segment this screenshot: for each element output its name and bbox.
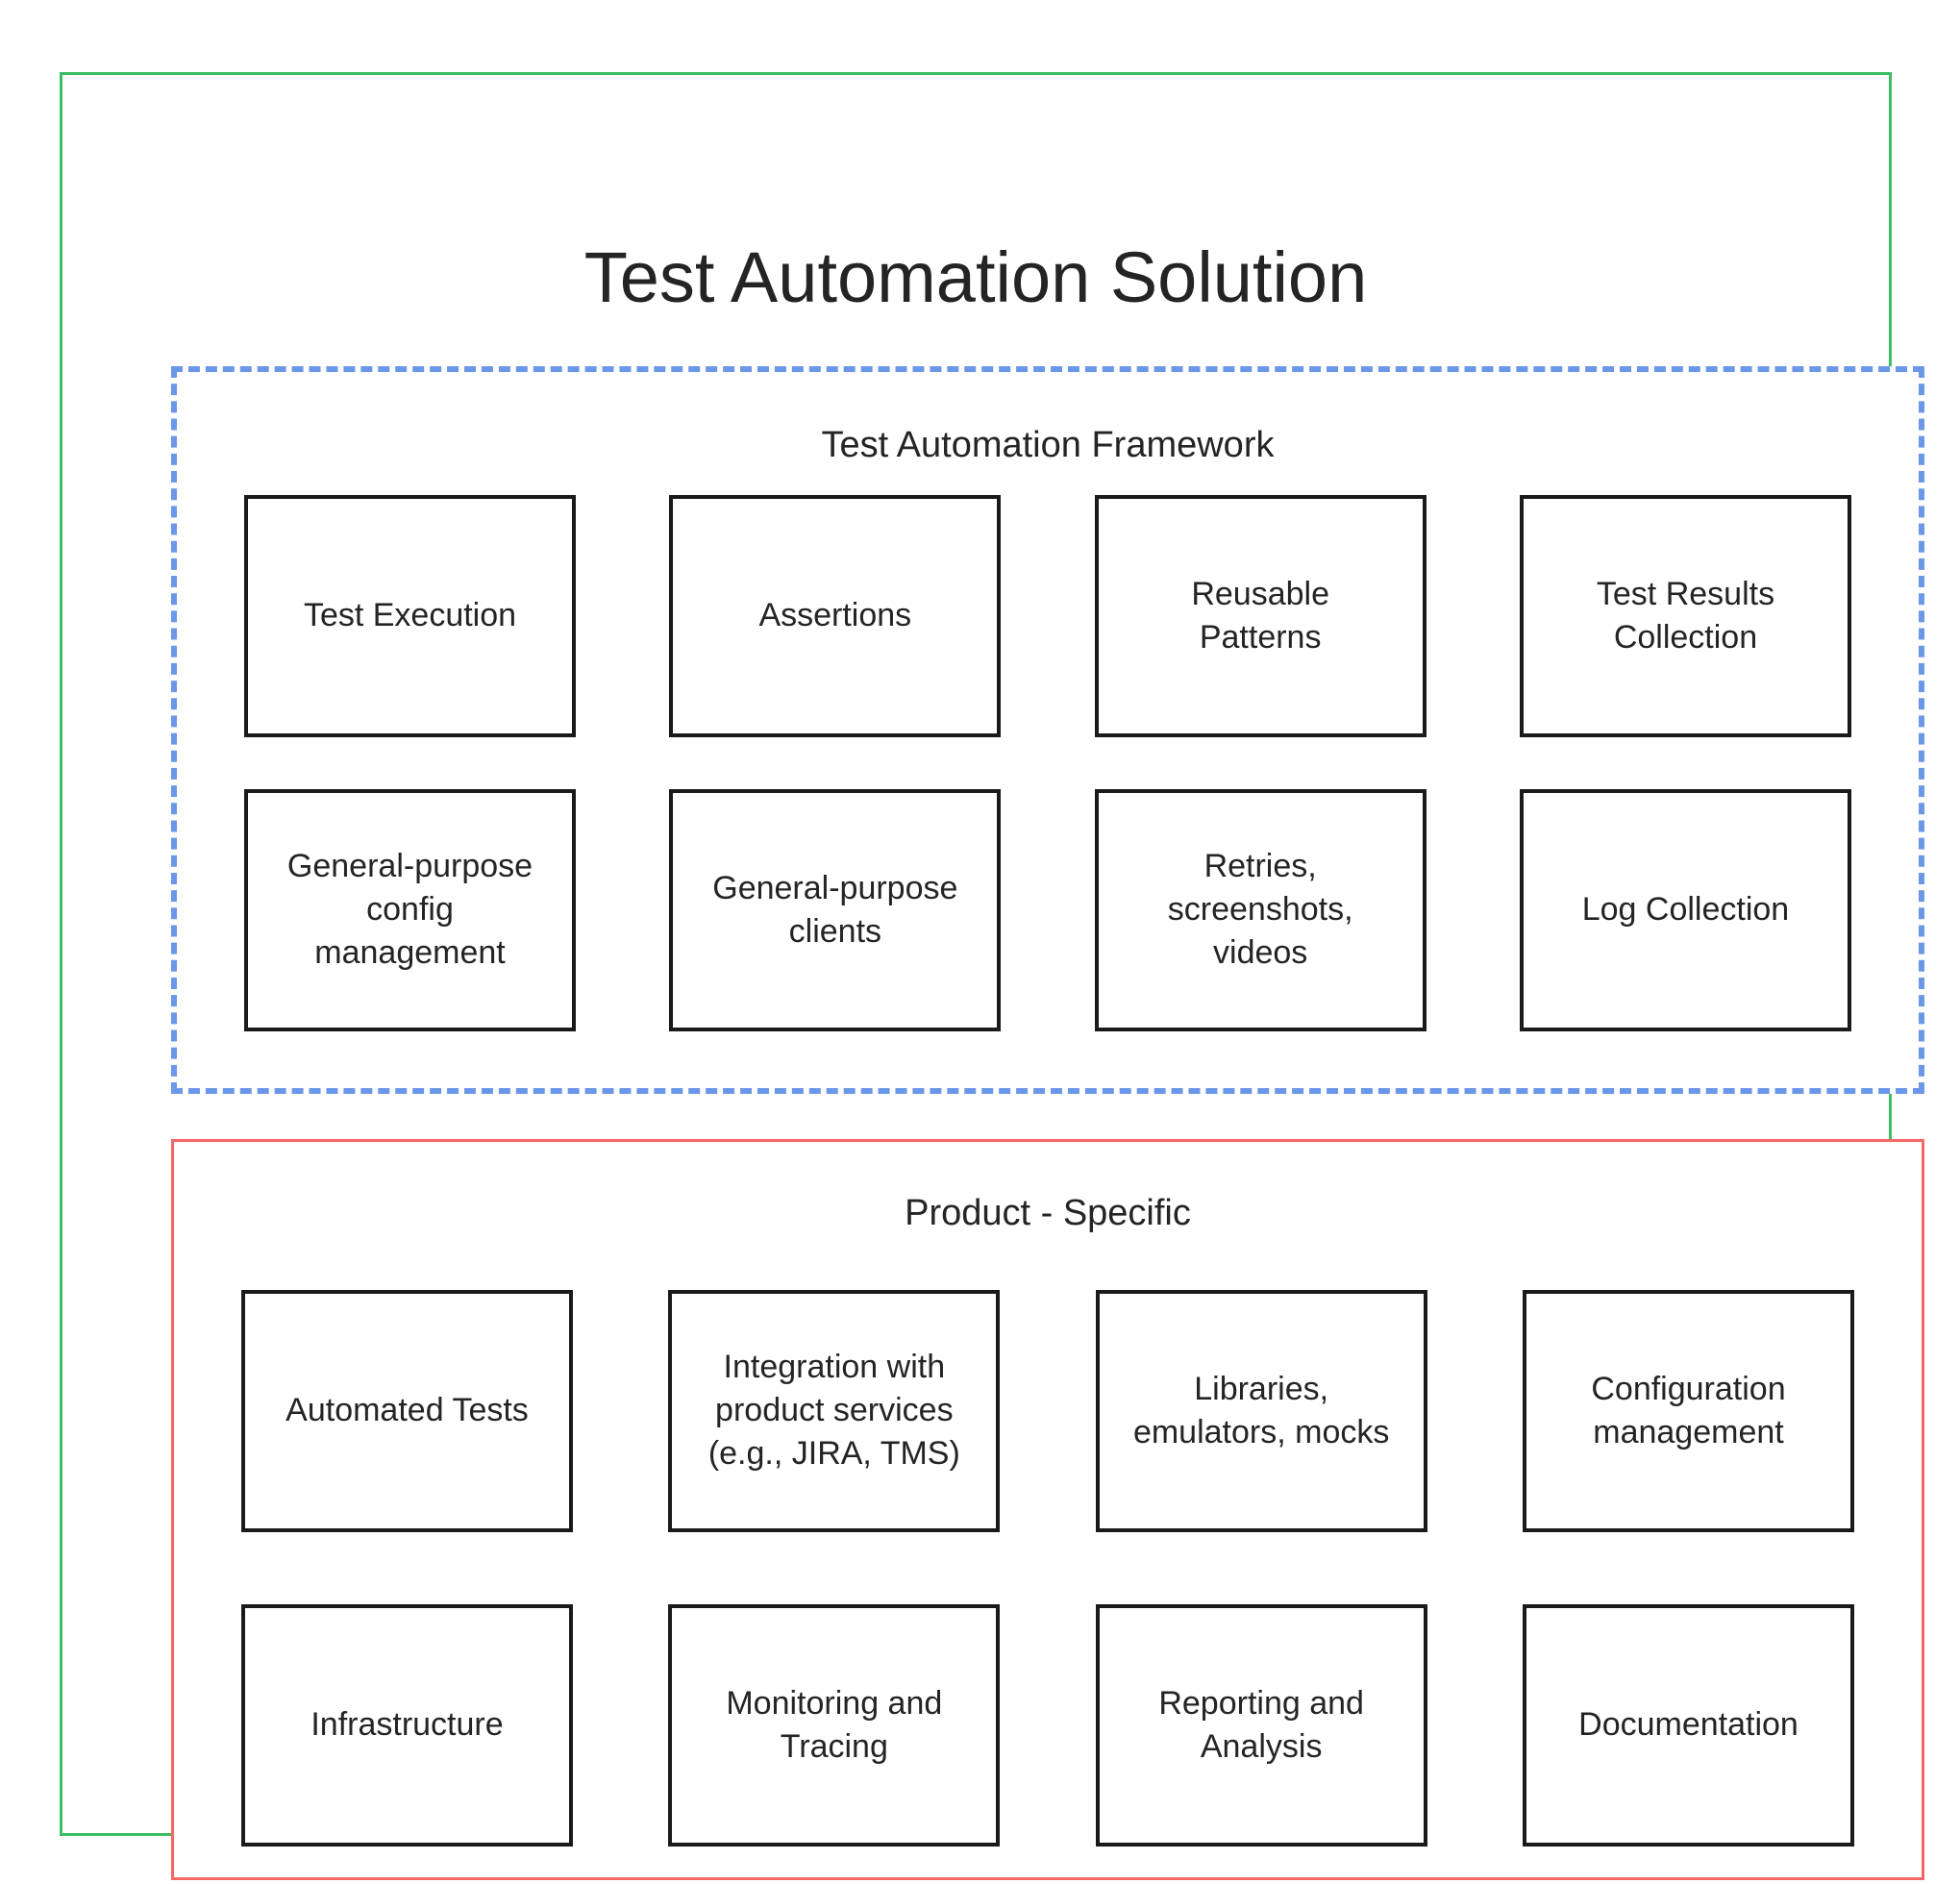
framework-box-grid: Test Execution Assertions Reusable Patte… <box>244 494 1851 1031</box>
diagram-title: Test Automation Solution <box>583 237 1368 317</box>
box-log-collection: Log Collection <box>1519 788 1851 1031</box>
box-label: Infrastructure <box>310 1706 504 1744</box>
box-label: Test Execution <box>303 597 517 634</box>
box-label: Documentation <box>1578 1706 1799 1744</box>
box-label: Assertions <box>758 597 912 634</box>
box-label: General-purpose config management <box>286 848 533 972</box>
box-label: Automated Tests <box>285 1392 529 1429</box>
box-label: Monitoring and Tracing <box>726 1684 943 1765</box>
box-general-purpose-clients: General-purpose clients <box>669 788 1002 1031</box>
box-configuration-management: Configuration management <box>1522 1289 1854 1532</box>
box-label: Reporting and Analysis <box>1158 1684 1364 1765</box>
box-label: Test Results Collection <box>1596 575 1775 656</box>
product-box-grid: Automated Tests Integration with product… <box>241 1289 1854 1847</box>
product-section-label: Product - Specific <box>905 1193 1191 1233</box>
box-infrastructure: Infrastructure <box>241 1603 573 1847</box>
box-integration-with-product-services: Integration with product services (e.g.,… <box>668 1289 1001 1532</box>
section-product-specific: Product - Specific Automated Tests Integ… <box>171 1139 1924 1880</box>
box-label: General-purpose clients <box>712 869 958 950</box>
box-test-execution: Test Execution <box>244 494 576 737</box>
framework-section-label: Test Automation Framework <box>821 425 1275 465</box>
box-label: Log Collection <box>1581 891 1790 929</box>
box-test-results-collection: Test Results Collection <box>1519 494 1851 737</box>
box-automated-tests: Automated Tests <box>241 1289 573 1532</box>
box-documentation: Documentation <box>1522 1603 1854 1847</box>
box-label: Reusable Patterns <box>1191 575 1329 656</box>
box-libraries-emulators-mocks: Libraries, emulators, mocks <box>1095 1289 1427 1532</box>
box-reusable-patterns: Reusable Patterns <box>1094 494 1427 737</box>
box-assertions: Assertions <box>669 494 1002 737</box>
box-label: Integration with product services (e.g.,… <box>707 1349 960 1473</box>
box-label: Configuration management <box>1591 1370 1786 1450</box>
section-test-automation-framework: Test Automation Framework Test Execution… <box>171 366 1924 1094</box>
box-monitoring-and-tracing: Monitoring and Tracing <box>668 1603 1001 1847</box>
box-retries-screenshots-videos: Retries, screenshots, videos <box>1094 788 1427 1031</box>
box-general-purpose-config-management: General-purpose config management <box>244 788 576 1031</box>
diagram-outer-frame: Test Automation Solution Test Automation… <box>60 72 1924 1880</box>
box-label: Libraries, emulators, mocks <box>1132 1370 1390 1450</box>
box-reporting-and-analysis: Reporting and Analysis <box>1095 1603 1427 1847</box>
box-label: Retries, screenshots, videos <box>1167 848 1353 972</box>
